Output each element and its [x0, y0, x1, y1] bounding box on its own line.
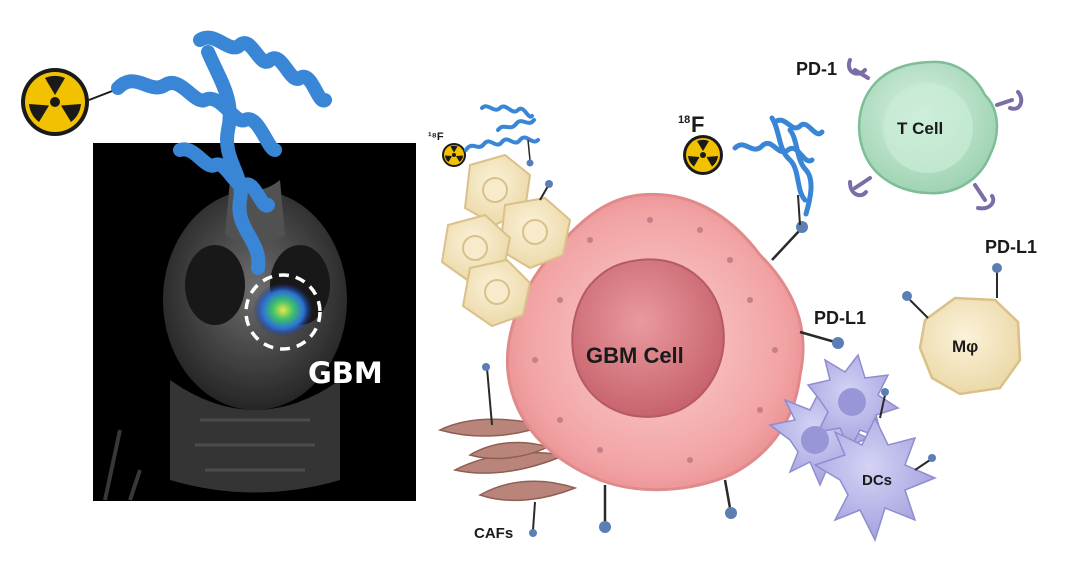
gbm-vesicles: [532, 217, 778, 463]
helix-tether: [527, 139, 531, 161]
radiation-icon: [21, 68, 89, 136]
pd1-receptor: [848, 176, 872, 198]
pdl1-ligand: [796, 221, 808, 233]
pd1-receptor: [995, 90, 1024, 111]
gbm-cell: GBM Cell: [505, 192, 805, 492]
dc-ligand-stem: [914, 459, 931, 471]
dc-ligand: [928, 454, 936, 462]
peptide-helix-large: [111, 30, 332, 275]
caf-ligand-stem: [486, 367, 493, 426]
pdl1-label-center: PD-L1: [814, 308, 866, 328]
pd1-receptors: [846, 58, 1024, 211]
isotope-large-el: F: [691, 112, 704, 137]
tumor-dashed-circle: [244, 273, 322, 351]
pd1-label: PD-1: [796, 59, 837, 79]
helix-tether: [797, 194, 801, 226]
dc-ligand: [881, 388, 889, 396]
peptide-helix-medium: [732, 115, 825, 217]
gbm-nucleus: [571, 258, 725, 418]
helix-ligand: [526, 159, 534, 167]
macrophage-label: Mφ: [952, 337, 978, 356]
tcell-label: T Cell: [897, 119, 943, 138]
caf-ligand-stem: [532, 501, 536, 531]
scan-label: GBM: [308, 356, 383, 390]
pd1-receptor: [973, 183, 996, 211]
radiation-icon-medium: [683, 135, 723, 175]
caf-ligand: [529, 529, 537, 537]
macrophage: Mφ: [918, 296, 1022, 396]
pdl1-label-right: PD-L1: [985, 237, 1037, 257]
caf-ligand: [482, 363, 490, 371]
gbm-cell-label: GBM Cell: [586, 343, 684, 368]
cluster-ligand: [545, 180, 553, 188]
pdl1-stem: [799, 330, 836, 344]
pdl1-ligand: [832, 337, 844, 349]
mac-pdl1-ligand: [992, 263, 1002, 273]
pdl1-ligand: [599, 521, 611, 533]
mac-pdl1-stem: [909, 299, 929, 319]
dc-cell: [813, 416, 937, 542]
dc-ligand-stem: [879, 394, 886, 419]
tumor-uptake-hotspot: [253, 283, 313, 337]
pdl1-stem: [771, 229, 801, 261]
pd1-receptor: [846, 58, 870, 80]
cafs-cluster: [437, 418, 578, 502]
pdl1-ligand: [725, 507, 737, 519]
peptide-helix-small: [464, 104, 540, 152]
t-cell: T Cell: [857, 60, 999, 195]
cafs-label: CAFs: [474, 525, 513, 542]
myeloid-cell-cluster: [440, 153, 572, 328]
pdl1-stem: [723, 479, 732, 509]
isotope-large-sup: 18: [678, 114, 690, 126]
mac-pdl1-ligand: [902, 291, 912, 301]
dcs-label: DCs: [862, 472, 892, 489]
dc-nuclei: [801, 388, 866, 454]
isotope-small-label: ¹⁸F: [428, 131, 444, 143]
cluster-ligand-stem: [539, 185, 549, 201]
radiation-icon-small: [442, 143, 466, 167]
caf-cell: [478, 480, 578, 502]
